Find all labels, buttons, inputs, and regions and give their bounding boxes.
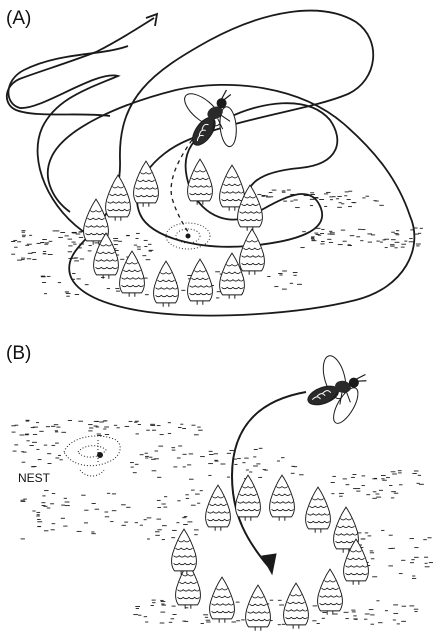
- pinecone-icon: [188, 159, 213, 205]
- panel-label-a: (A): [6, 8, 31, 30]
- pinecone-icon: [188, 259, 213, 305]
- pinecone-icon: [210, 577, 235, 623]
- return-flight-arrow: [232, 392, 306, 566]
- arrowhead: [262, 554, 276, 574]
- pinecone-ring: [172, 475, 369, 631]
- panel-b: [11, 349, 433, 631]
- wasp-icon: [169, 74, 252, 163]
- pinecone-icon: [306, 487, 331, 533]
- pinecone-icon: [236, 475, 261, 521]
- pinecone-icon: [318, 569, 343, 615]
- pinecone-icon: [120, 251, 145, 297]
- pinecone-icon: [240, 229, 265, 275]
- nest-icon: [64, 436, 120, 476]
- pinecone-icon: [270, 475, 295, 521]
- pinecone-icon: [172, 529, 197, 575]
- pinecone-icon: [106, 175, 131, 221]
- pinecone-icon: [154, 261, 179, 307]
- pinecone-icon: [284, 583, 309, 629]
- pinecone-icon: [206, 485, 231, 531]
- pinecone-icon: [246, 585, 271, 631]
- panel-label-b: (B): [6, 343, 31, 365]
- pinecone-icon: [134, 161, 159, 207]
- nest-label: NEST: [18, 471, 50, 485]
- panel-a: [7, 11, 423, 316]
- wasp-icon: [301, 349, 370, 430]
- pinecone-ring: [84, 159, 265, 307]
